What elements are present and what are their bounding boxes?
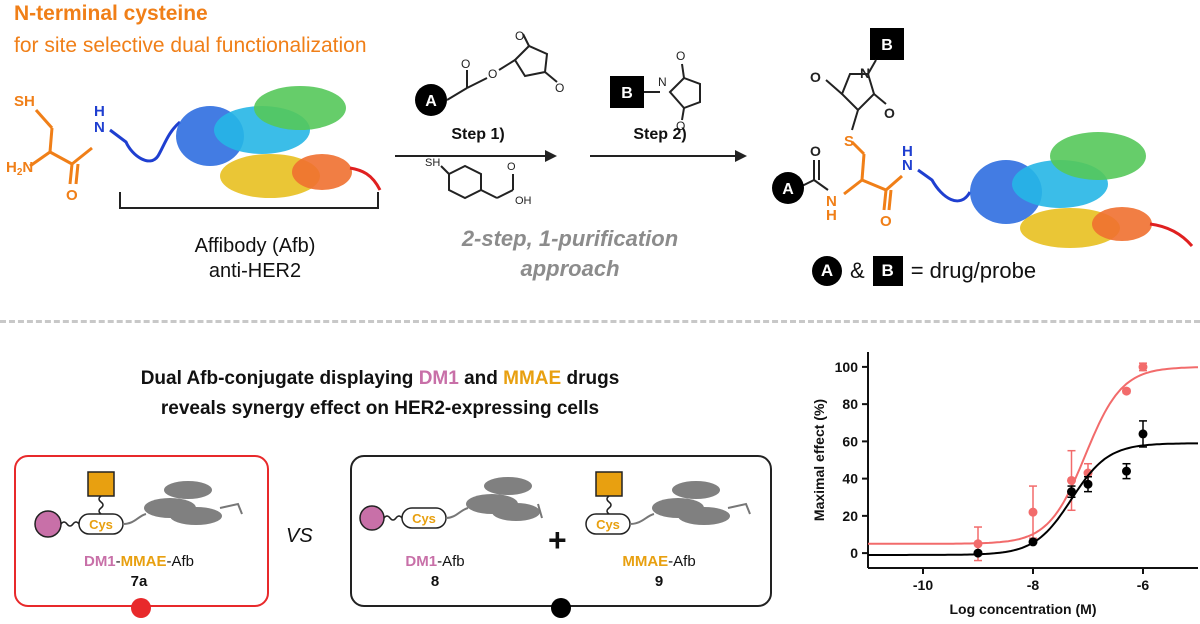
data-point-series-1 [973,548,983,558]
marker-a-text: A [425,93,437,110]
product-marker-b-text: B [881,37,893,54]
drug-probe-legend: A & B = drug/probe [812,256,1036,286]
dual-conjugate-schematic: Cys [34,471,243,538]
product-amide-n: N [902,157,913,174]
data-point-series-0 [1138,362,1148,372]
maleimide-o2: O [676,119,685,130]
black-series-marker [551,598,571,618]
affibody-bracket [119,192,379,209]
step1-arrow [395,150,557,162]
acyl-o: O [810,143,821,159]
section-divider [0,320,1200,323]
data-point-series-0 [1028,507,1038,517]
x-axis-label: Log concentration (M) [950,601,1097,617]
marker-b-square [610,76,644,108]
marker-b-text: B [621,85,633,102]
legend-amp: & [850,258,865,283]
dm1-afb-schematic: Cys [359,477,543,531]
cys-label-7a: Cys [89,517,113,532]
data-point-series-0 [973,539,983,549]
protein-ribbon [176,86,382,198]
title-line-1: N-terminal cysteine [14,2,208,25]
step2-maleimide-structure: B N O O [610,49,701,130]
y-tick-label: 80 [842,396,858,412]
cys-label-9: Cys [596,517,620,532]
y-tick-label: 100 [835,359,859,375]
starting-affibody-structure: SH H2N O N H [6,86,382,209]
product-amide-h: H [902,143,913,160]
step2-label: Step 2) [633,126,687,143]
thioether-s: S [844,133,854,150]
data-point-series-1 [1083,479,1093,489]
legend-marker-a: A [812,256,842,286]
ester-o-atom: O [488,67,497,81]
step2-arrow [590,150,747,162]
plus-sign: + [548,522,567,558]
succinimide-o2: O [884,105,895,121]
product-marker-a-circle [772,172,804,204]
y-axis-label: Maximal effect (%) [811,399,827,521]
y-tick-label: 60 [842,433,858,449]
ester-carbonyl-o: O [461,57,470,71]
x-tick-label: -6 [1137,577,1150,593]
amide-n-atom: N [94,119,105,136]
mmae-afb-schematic: Cys [585,471,751,535]
amide-h-atom: H [94,103,105,120]
marker-a-circle [415,84,447,116]
step1-label: Step 1) [451,126,505,143]
title-line-2: for site selective dual functionalizatio… [14,34,367,57]
compound-8-name: DM1-Afb 8 [405,553,465,590]
product-carbonyl-o: O [880,213,892,230]
cys-label-8: Cys [412,511,436,526]
acid-o: O [507,161,516,173]
product-protein-ribbon [970,132,1194,248]
red-series-marker [131,598,151,618]
x-tick-label: -8 [1027,577,1040,593]
maleimide-o1: O [676,49,685,63]
compound-7a-name: DM1-MMAE-Afb 7a [83,553,194,590]
y-tick-label: 0 [850,545,858,561]
data-point-series-0 [1083,468,1093,478]
compound-9-name: MMAE-Afb 9 [622,553,696,590]
affibody-label: Affibody (Afb) anti-HER2 [194,235,316,282]
data-point-series-1 [1122,466,1131,476]
product-marker-a-text: A [782,181,794,198]
product-nh-n: N [826,193,837,210]
data-point-series-0 [1067,475,1076,485]
data-point-series-0 [1122,386,1131,396]
data-point-series-1 [1067,487,1076,497]
vs-text: VS [286,525,313,547]
succinimide-n: N [860,65,870,81]
y-tick-label: 40 [842,471,858,487]
step1-reagent-structures: A O O O O SH O OH [415,30,564,207]
legend-marker-b: B [872,256,903,286]
acid-oh: OH [515,195,532,207]
synergy-headline: Dual Afb-conjugate displaying DM1 and MM… [140,368,620,419]
legend-definition: = drug/probe [910,258,1037,283]
y-tick-label: 20 [842,508,858,524]
x-tick-label: -10 [913,577,933,593]
product-nh-h: H [826,207,837,224]
product-structure: B O O N S N H O O A N H [772,28,1194,248]
approach-text: 2-step, 1-purification approach [461,226,679,281]
carbonyl-oxygen: O [66,187,78,204]
product-marker-b-square [870,28,904,60]
maleimide-n: N [658,75,667,89]
succinimide-o1: O [810,69,821,85]
data-point-series-1 [1028,537,1038,547]
sh-atom: SH [14,93,35,110]
data-point-series-1 [1138,429,1148,439]
nhs-o1: O [515,30,524,43]
nhs-o2: O [555,81,564,95]
thiol-sh: SH [425,157,440,169]
h2n-atom: H2N [6,159,33,178]
